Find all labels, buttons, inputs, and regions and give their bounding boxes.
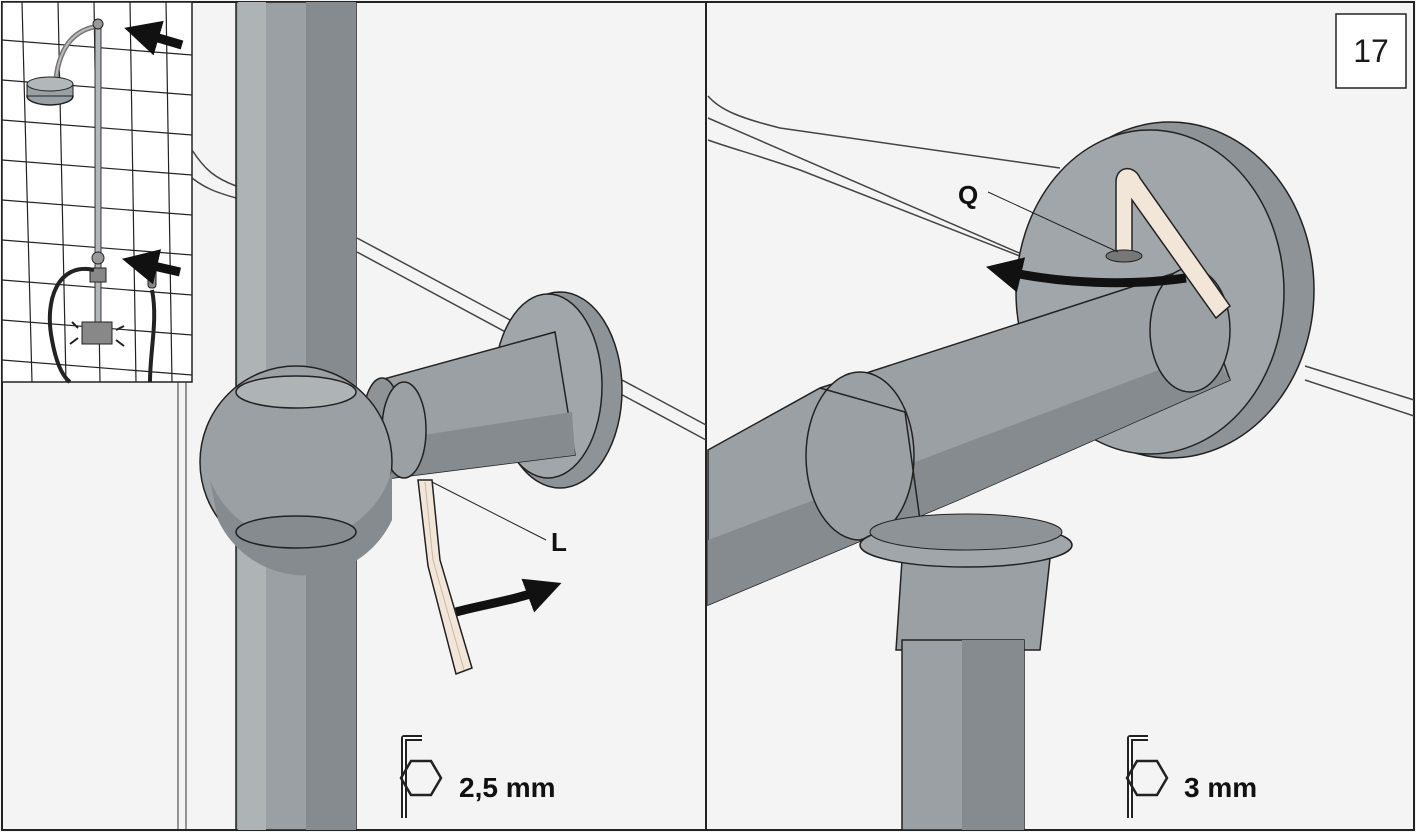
hex-key-l: [417, 479, 473, 675]
step-number: 17: [1353, 32, 1389, 69]
hexagon-icon: [399, 759, 443, 797]
hex-key-icon: [401, 735, 422, 818]
right-detail: [707, 13, 1415, 831]
hex-key-q: [1115, 168, 1232, 320]
hex-key-size-right: 3 mm: [1184, 772, 1258, 803]
arrow-bottom-connection: [121, 249, 181, 285]
overview-inset: [1, 1, 193, 384]
callout-label-l: L: [551, 527, 567, 557]
mini-hose: [47, 266, 95, 384]
rotation-arrow-right: [985, 257, 1187, 293]
mini-mixer: [81, 321, 113, 345]
left-detail: [191, 1, 707, 831]
hex-key-size-left: 2,5 mm: [459, 772, 556, 803]
rotation-arrow-left: [454, 578, 562, 617]
callout-leader-l: [431, 481, 547, 541]
hexagon-icon-right: [1125, 759, 1169, 797]
callout-leader-q: [987, 191, 1119, 253]
mini-hand-shower: [147, 253, 157, 289]
pipe-sleeve: [805, 371, 915, 541]
callout-label-q: Q: [958, 180, 979, 210]
arrow-top-connection: [124, 20, 184, 56]
hex-key-icon-right: [1127, 735, 1148, 818]
step-number-box: [1335, 13, 1407, 89]
